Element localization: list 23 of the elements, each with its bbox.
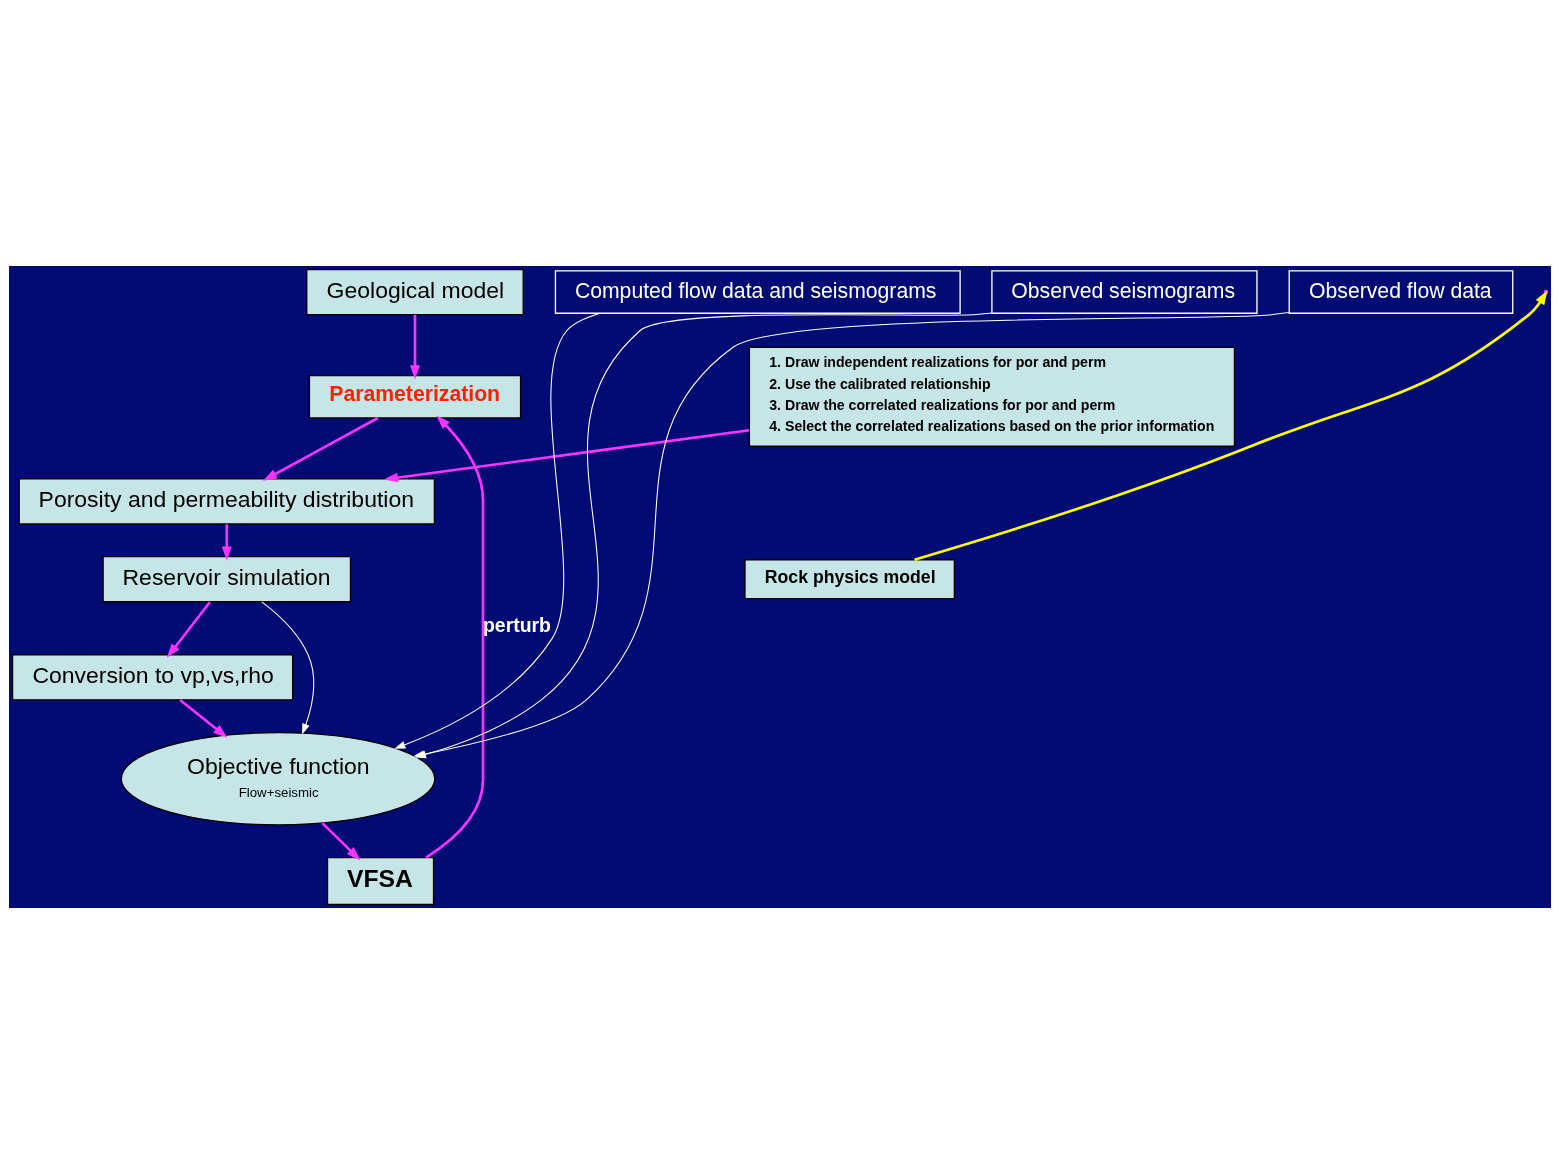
arrow xyxy=(166,600,211,658)
node-box: Computed flow data and seismograms xyxy=(554,269,961,314)
node-box: Rock physics model xyxy=(744,558,956,599)
arrow xyxy=(263,416,379,481)
node-box: Reservoir simulation xyxy=(102,555,352,602)
node-box: 1. Draw independent realizations for por and perm 2. Use the calibrated relationship 3. Draw the correlated realizations for por and perm 4. Select the correlated realizations based on the prior information xyxy=(748,346,1236,447)
node-box: VFSA xyxy=(326,856,435,905)
arrow xyxy=(179,698,228,738)
arrow xyxy=(261,600,315,735)
arrow xyxy=(221,523,232,561)
node-ellipse: Objective function Flow+seismic xyxy=(120,731,436,825)
arrow xyxy=(321,821,361,860)
node-box: Observed flow data xyxy=(1288,269,1514,314)
arrow xyxy=(410,314,420,379)
node-box: Geological model xyxy=(306,268,524,315)
arrow xyxy=(425,414,485,859)
node-box: Observed seismograms xyxy=(991,269,1258,314)
node-box: Parameterization xyxy=(308,374,522,419)
node-box: Conversion to vp,vs,rho xyxy=(11,653,294,700)
arrow xyxy=(394,312,601,749)
edge-label: perturb xyxy=(483,613,551,636)
node-box: Porosity and permeability distribution xyxy=(18,477,436,525)
arrow xyxy=(383,428,750,482)
